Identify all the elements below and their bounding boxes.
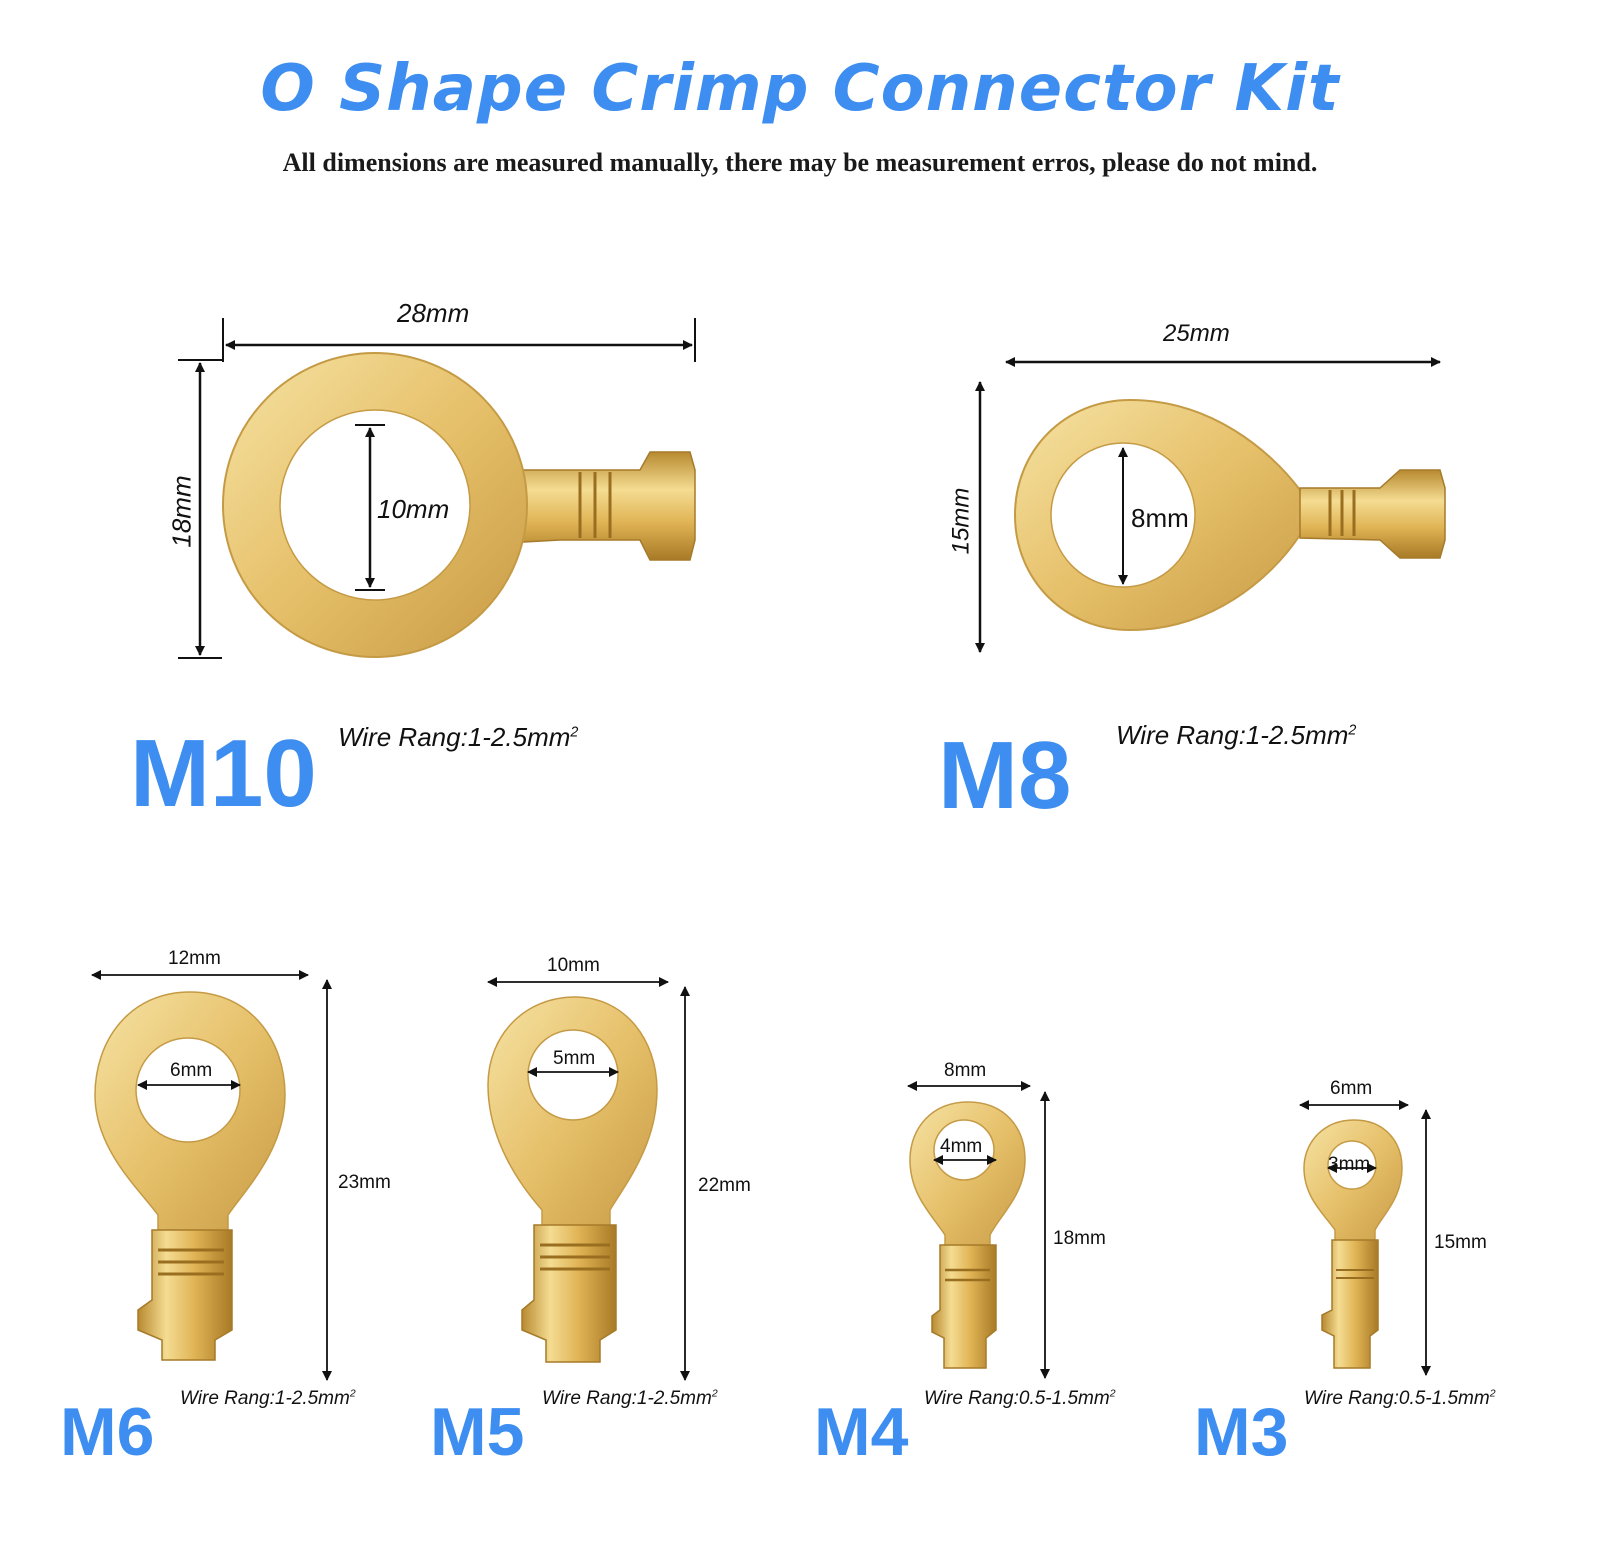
m8-connector-drawing: [975, 357, 1446, 653]
m10-model-label: M10: [130, 720, 317, 827]
m5-height-label: 22mm: [698, 1175, 751, 1196]
m10-height-label: 18mm: [166, 475, 197, 548]
m8-wire-label: Wire Rang:: [1116, 720, 1246, 750]
m5-width-label: 10mm: [547, 955, 600, 976]
m10-wire-range: Wire Rang:1-2.5mm2: [338, 722, 578, 753]
m4-wire-range: Wire Rang:0.5-1.5mm2: [924, 1388, 1116, 1410]
m3-hole-label: 3mm: [1328, 1154, 1371, 1175]
m6-height-label: 23mm: [338, 1172, 391, 1193]
connector-panel-m10: 28mm 18mm 10mm M10 Wire Rang:1-2.5mm2: [0, 0, 800, 827]
m5-wire-value: 1-2.5mm: [636, 1388, 712, 1409]
m3-model-label: M3: [1194, 1394, 1289, 1470]
m5-wire-sup: 2: [711, 1388, 718, 1400]
page-subtitle: All dimensions are measured manually, th…: [282, 148, 1318, 177]
m6-wire-range: Wire Rang:1-2.5mm2: [180, 1388, 356, 1410]
m5-hole-label: 5mm: [553, 1048, 596, 1069]
m5-model-label: M5: [430, 1394, 525, 1470]
connector-panel-m6: 12mm 23mm 6mm M6 Wire Rang:1-2.5mm2: [40, 900, 420, 1500]
m6-wire-sup: 2: [349, 1388, 356, 1400]
m4-height-label: 18mm: [1053, 1228, 1106, 1249]
m4-hole-label: 4mm: [940, 1136, 983, 1157]
m6-wire-label: Wire Rang:: [180, 1388, 275, 1409]
m3-wire-value: 0.5-1.5mm: [1398, 1388, 1490, 1409]
m3-wire-range: Wire Rang:0.5-1.5mm2: [1304, 1388, 1496, 1410]
m8-wire-value: 1-2.5mm: [1245, 720, 1349, 750]
m3-connector-drawing: [1299, 1100, 1431, 1376]
page-title: O Shape Crimp Connector Kit: [260, 52, 1340, 126]
m10-hole-label: 10mm: [377, 494, 450, 524]
m4-wire-value: 0.5-1.5mm: [1018, 1388, 1110, 1409]
m10-width-label: 28mm: [397, 298, 470, 328]
m5-wire-range: Wire Rang:1-2.5mm2: [542, 1388, 718, 1410]
m5-wire-label: Wire Rang:: [542, 1388, 637, 1409]
connector-panel-m3: 6mm 15mm 3mm M3 Wire Rang:0.5-1.5mm2: [1180, 1000, 1580, 1500]
m10-wire-value: 1-2.5mm: [467, 722, 571, 752]
connector-panel-m5: 10mm 22mm 5mm M5 Wire Rang:1-2.5mm2: [410, 900, 790, 1500]
m3-width-label: 6mm: [1330, 1078, 1373, 1099]
m6-model-label: M6: [60, 1394, 155, 1470]
connector-panel-m8: 25mm 15mm 8mm M8 Wire Rang:1-2.5mm2: [800, 0, 1600, 824]
m8-model-label: M8: [938, 722, 1072, 829]
m4-width-label: 8mm: [944, 1060, 987, 1081]
m8-wire-sup: 2: [1348, 722, 1357, 739]
m4-connector-drawing: [907, 1081, 1050, 1379]
m6-wire-value: 1-2.5mm: [274, 1388, 350, 1409]
m5-connector-drawing: [487, 977, 690, 1381]
m3-wire-sup: 2: [1489, 1388, 1496, 1400]
m10-wire-label: Wire Rang:: [338, 722, 468, 752]
m10-connector-drawing: [178, 318, 696, 659]
m10-wire-sup: 2: [570, 724, 579, 741]
m3-height-label: 15mm: [1434, 1232, 1487, 1253]
m6-connector-drawing: [91, 970, 332, 1381]
m6-hole-label: 6mm: [170, 1060, 213, 1081]
m4-wire-sup: 2: [1109, 1388, 1116, 1400]
connector-panel-m4: 8mm 18mm 4mm M4 Wire Rang:0.5-1.5mm2: [800, 1000, 1180, 1500]
m3-wire-label: Wire Rang:: [1304, 1388, 1399, 1409]
m8-width-label: 25mm: [1163, 320, 1230, 347]
m4-wire-label: Wire Rang:: [924, 1388, 1019, 1409]
m8-height-label: 15mm: [947, 487, 975, 555]
m4-model-label: M4: [814, 1394, 909, 1470]
m8-wire-range: Wire Rang:1-2.5mm2: [1116, 720, 1356, 751]
m8-hole-label: 8mm: [1131, 503, 1189, 533]
m6-width-label: 12mm: [168, 948, 221, 969]
